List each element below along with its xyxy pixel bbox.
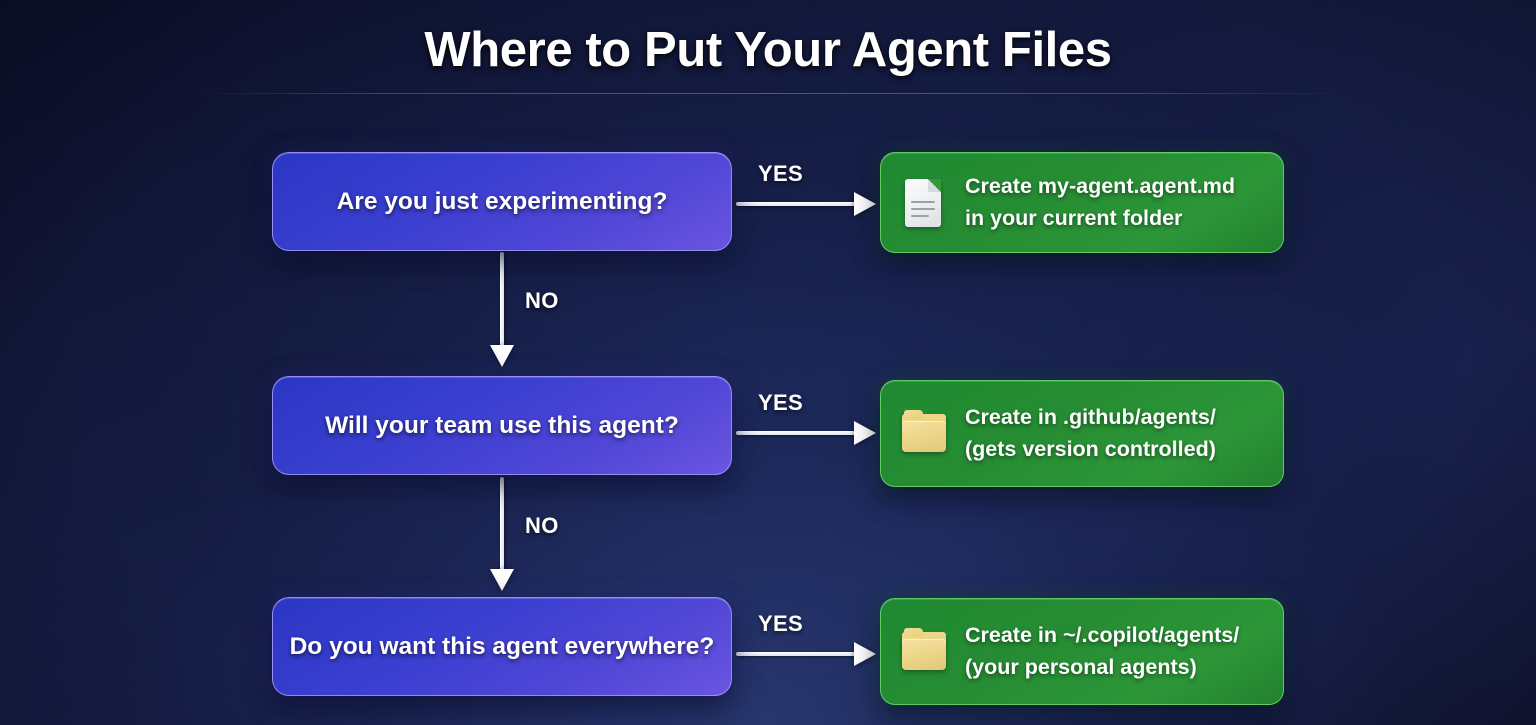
decision-node-experimenting[interactable]: Are you just experimenting? — [272, 152, 732, 251]
edge-label-yes: YES — [758, 390, 803, 415]
decision-label: Do you want this agent everywhere? — [289, 632, 715, 660]
folder-tab — [904, 409, 923, 419]
folder-front — [902, 420, 946, 452]
folder-front — [902, 638, 946, 670]
decision-label: Are you just experimenting? — [336, 187, 668, 215]
no-connector-1: NO — [489, 252, 558, 367]
arrowhead-right-icon — [854, 421, 876, 445]
arrowhead-down-icon — [490, 569, 514, 591]
outcome-label: Create my-agent.agent.md in your current… — [965, 173, 1236, 230]
edge-label-yes: YES — [758, 161, 803, 186]
folder-tab — [904, 627, 923, 637]
yes-connector-2: YES — [736, 390, 878, 446]
outcome-node-copilot-agents[interactable]: Create in ~/.copilot/agents/ (your perso… — [880, 598, 1284, 705]
document-icon-shape — [905, 178, 941, 227]
decision-label: Will your team use this agent? — [325, 411, 679, 439]
connector-shaft — [500, 477, 504, 571]
connector-shaft — [736, 652, 856, 656]
connector-shaft — [500, 252, 504, 347]
folder-icon — [899, 624, 949, 680]
yes-connector-3: YES — [736, 611, 878, 667]
document-fold-shade — [928, 178, 941, 192]
edge-label-no: NO — [525, 288, 559, 313]
document-line — [911, 200, 935, 203]
document-icon — [899, 175, 949, 231]
document-line — [911, 207, 935, 210]
arrowhead-down-icon — [490, 345, 514, 367]
outcome-label: Create in .github/agents/ (gets version … — [965, 404, 1216, 461]
document-line — [911, 214, 929, 217]
edge-label-yes: YES — [758, 611, 803, 636]
arrowhead-right-icon — [854, 642, 876, 666]
folder-icon-shape — [902, 627, 946, 670]
decision-node-team-use[interactable]: Will your team use this agent? — [272, 376, 732, 475]
decision-node-everywhere[interactable]: Do you want this agent everywhere? — [272, 597, 732, 696]
page-title: Where to Put Your Agent Files — [424, 23, 1112, 77]
folder-icon-shape — [902, 409, 946, 452]
edge-label-no: NO — [525, 513, 559, 538]
outcome-label: Create in ~/.copilot/agents/ (your perso… — [965, 622, 1240, 679]
folder-icon — [899, 406, 949, 462]
connector-shaft — [736, 431, 856, 435]
title-divider — [195, 93, 1350, 94]
yes-connector-1: YES — [736, 161, 878, 217]
document-fold-corner — [928, 178, 941, 192]
outcome-node-current-folder[interactable]: Create my-agent.agent.md in your current… — [880, 152, 1284, 253]
arrowhead-right-icon — [854, 192, 876, 216]
connector-shaft — [736, 202, 856, 206]
no-connector-2: NO — [489, 477, 558, 591]
outcome-node-github-agents[interactable]: Create in .github/agents/ (gets version … — [880, 380, 1284, 487]
